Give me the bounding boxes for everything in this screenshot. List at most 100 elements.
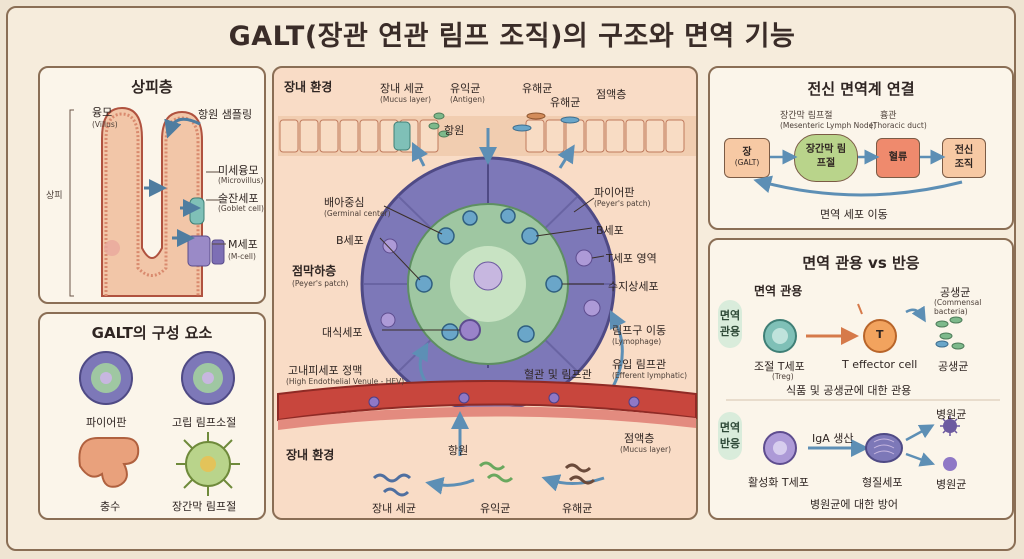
dendritic-core <box>473 261 503 291</box>
mucus-bacteria-label: 장내 세균 <box>380 82 424 95</box>
efferent-label: 유입 림프관 <box>612 358 667 371</box>
lamina-label: 점막하층 <box>292 264 337 278</box>
harmful2-label: 유해균 <box>550 96 581 109</box>
mln-node-label: 장간막 림프절 <box>805 144 847 169</box>
component-peyer: 파이어판 <box>86 416 127 429</box>
mucus-top-label: 점액층 <box>596 88 627 101</box>
commensal-en: (Commensal bacteria) <box>934 298 982 316</box>
efferent-en: (Efferent lymphatic) <box>612 371 688 380</box>
commensal-bottom-label: 공생균 <box>938 360 969 373</box>
sampling-label: 항원 샘플링 <box>198 108 253 121</box>
vessels-label: 혈관 및 림프관 <box>524 368 592 381</box>
tolerance-panel: 면역 관용 vs 반응 면역 관용 면역 관용 면역 반응 <box>708 238 1014 520</box>
microvilli-label: 미세융모 <box>218 164 259 177</box>
mln-label: 장간막 림프절 <box>780 111 833 121</box>
m-cell-shape <box>187 235 211 267</box>
bottom-bacteria-label: 장내 세균 <box>372 502 416 515</box>
plasma-cell <box>865 433 903 463</box>
bottom-env-label: 장내 환경 <box>286 448 335 462</box>
tolerance-title: 면역 관용 vs 반응 <box>802 254 920 272</box>
peyer-label: 파이어판 <box>594 186 635 199</box>
villus-label: 융모 <box>92 106 113 119</box>
mln-en: (Mesenteric Lymph Node) <box>780 121 877 130</box>
bcell-left-label: B세포 <box>336 234 364 247</box>
systemic-tissue-label: 전신 조직 <box>954 145 974 170</box>
lymph-move-label: 림프구 이동 <box>612 324 667 337</box>
germinal-en: (Germinal center) <box>324 209 391 218</box>
component-appendix: 충수 <box>100 500 121 513</box>
top-env-label: 장내 환경 <box>284 80 333 94</box>
epithelium-panel: 상피층 융모 (Villus) 항원 샘플링 <box>38 66 266 304</box>
mucus-bacteria-en: (Mucus layer) <box>380 95 432 104</box>
teff-letter: T <box>876 328 884 341</box>
response-caption: 병원균에 대한 방어 <box>810 498 898 511</box>
treg-en: (Treg) <box>772 372 794 381</box>
antigen-bottom-label: 항원 <box>448 444 469 457</box>
component-mesenteric-node: 장간막 림프절 <box>172 500 237 513</box>
migration-label: 면역 세포 이동 <box>820 208 888 221</box>
iga-label: IgA 생산 <box>812 432 854 445</box>
teff-cell <box>863 319 897 353</box>
pathogen-top-label: 병원균 <box>936 408 967 421</box>
goblet-cell-shape <box>189 197 205 225</box>
t-cells <box>380 238 601 328</box>
systemic-panel: 전신 면역계 연결 장간막 림프절 (Mesenteric Lymph Node… <box>708 66 1014 230</box>
component-isolated-follicle: 고립 림프소절 <box>172 416 237 429</box>
bottom-bacteria <box>372 461 596 497</box>
peyer-patch-diagram <box>277 112 697 497</box>
hev-label: 고내피세포 정맥 <box>288 364 363 377</box>
peyer-en: (Peyer's patch) <box>594 199 651 208</box>
sampling-arrow <box>164 117 201 139</box>
mcell-label: M세포 <box>228 238 258 251</box>
macrophage-cell <box>459 319 481 341</box>
tolerance-caption: 식품 및 공생균에 대한 관용 <box>786 384 912 397</box>
goblet-en-label: (Goblet cell) <box>218 204 264 213</box>
bottom-harmful-label: 유해균 <box>562 502 593 515</box>
response-pill: 면역 반응 <box>718 412 742 460</box>
systemic-title: 전신 면역계 연결 <box>807 80 915 98</box>
epithelium-title: 상피층 <box>131 78 173 96</box>
plasma-label: 형질세포 <box>862 476 903 489</box>
components-panel: GALT의 구성 요소 파이어판 고립 림프소절 충수 장간막 림프절 <box>38 312 266 520</box>
systemic-arrows <box>753 149 963 197</box>
components-title: GALT의 구성 요소 <box>91 324 213 342</box>
teff-label: T effector cell <box>842 358 918 371</box>
epithelium-side-label: 상피 <box>46 191 63 201</box>
systemic-tissue-node: 전신 조직 <box>942 138 986 178</box>
center-panel: 장내 환경 장내 세균 (Mucus layer) 유익균 (Antigen) … <box>272 66 698 520</box>
treg-label: 조절 T세포 <box>754 360 805 373</box>
thoracic-en: (Thoracic duct) <box>870 121 927 130</box>
commensal-bacteria <box>935 316 965 350</box>
tolerance-pill: 면역 관용 <box>718 300 742 348</box>
lymph-vessel <box>278 406 696 430</box>
antigen-label: 항원 <box>444 124 465 137</box>
villi-illustration <box>69 106 226 297</box>
thoracic-label: 흉관 <box>880 111 897 121</box>
commensal-label: 공생균 <box>940 286 971 299</box>
blood-node-label: 혈류 <box>888 152 908 163</box>
tolerance-section-label: 면역 관용 <box>754 284 803 298</box>
dendritic-label: 수지상세포 <box>608 280 659 293</box>
microvilli-en-label: (Microvillus) <box>218 176 264 185</box>
components-illustrations <box>78 351 240 496</box>
bcell-right-label: B세포 <box>596 224 624 237</box>
activated-label: 활성화 T세포 <box>748 476 809 489</box>
appendix-mini <box>78 437 140 488</box>
hev-en: (High Endothelial Venule - HEV) <box>286 377 405 386</box>
goblet-label: 술잔세포 <box>218 192 259 205</box>
bottom-probiotic-label: 유익균 <box>480 502 511 515</box>
villus-core <box>104 240 120 256</box>
germinal-label: 배아중심 <box>324 196 365 209</box>
top-bacteria <box>428 112 580 138</box>
macrophage-label: 대식세포 <box>322 326 363 339</box>
gut-node: 장 (GALT) <box>724 138 770 178</box>
page-title: GALT(장관 연관 림프 조직)의 구조와 면역 기능 <box>228 21 796 52</box>
mcell-en-label: (M-cell) <box>228 252 256 261</box>
probiotic-en: (Antigen) <box>450 95 485 104</box>
lamina-en: (Peyer's patch) <box>292 279 349 288</box>
lymph-move-en: (Lymophage) <box>612 337 662 346</box>
pathogen-bottom <box>943 457 957 471</box>
harmful1-label: 유해균 <box>522 82 553 95</box>
villus-en-label: (Villus) <box>92 120 118 129</box>
